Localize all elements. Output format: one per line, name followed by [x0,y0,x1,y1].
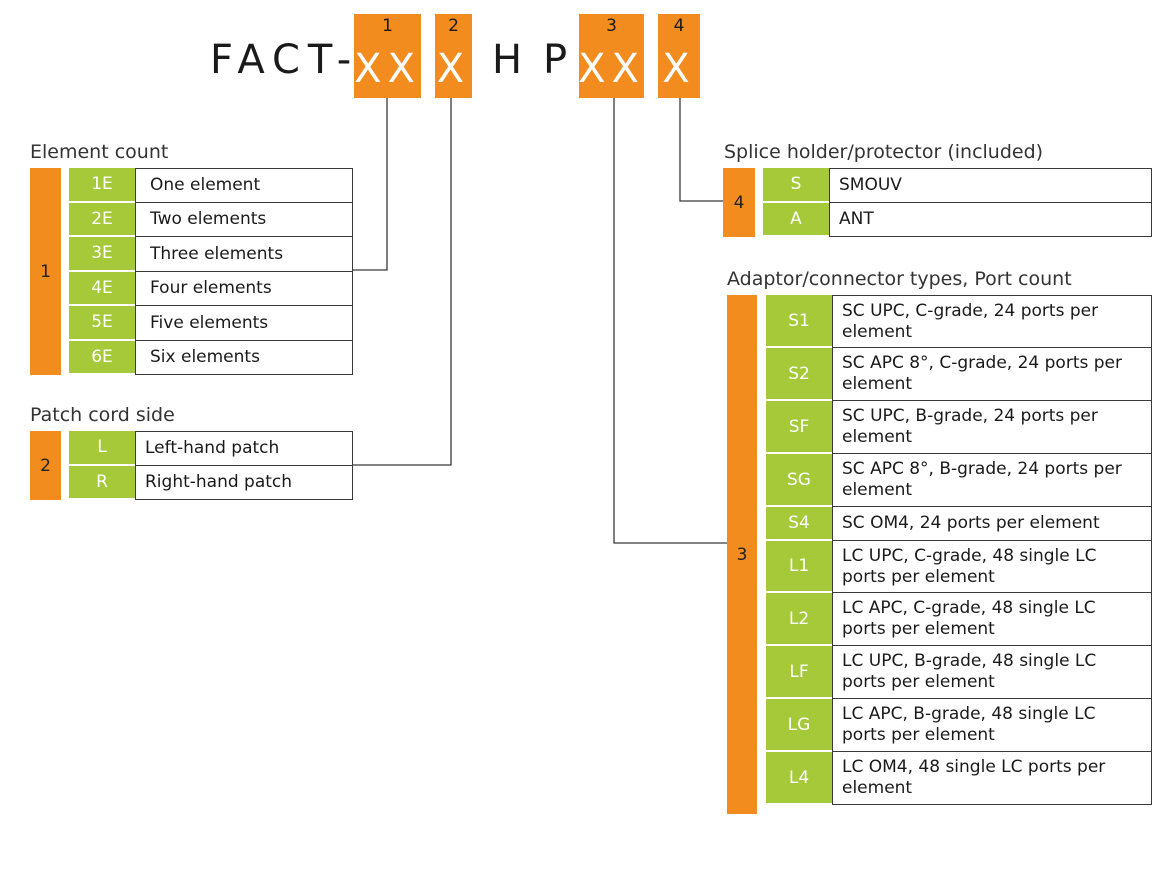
row-code: 2E [69,202,135,237]
code-prefix: FACT- [210,37,360,83]
segment-1-number: 1 [382,16,393,36]
row-code: S4 [766,507,832,541]
row-code: L2 [766,593,832,646]
row-description: SC UPC, C-grade, 24 ports per element [832,295,1152,348]
row-description: LC UPC, B-grade, 48 single LC ports per … [832,646,1152,699]
adaptor-title: Adaptor/connector types, Port count [727,268,1072,290]
connector-line-3 [613,98,728,544]
row-description: LC UPC, C-grade, 48 single LC ports per … [832,541,1152,593]
row-code: L1 [766,541,832,593]
row-code: R [69,465,135,500]
patch-cord-title: Patch cord side [30,404,175,426]
fixed-letter-h: H [492,37,523,83]
row-code: 3E [69,237,135,272]
row-description: Six elements [135,340,353,375]
connector-line-2 [352,98,452,466]
row-code: S2 [766,348,832,401]
row-code: L4 [766,752,832,805]
row-description: Right-hand patch [135,465,353,500]
segment-3-box: 3 XX [578,14,645,98]
row-description: SC APC 8°, B-grade, 24 ports per element [832,454,1152,507]
row-code: LF [766,646,832,699]
row-description: SMOUV [829,168,1152,203]
splice-holder-title: Splice holder/protector (included) [724,141,1044,163]
element-count-tab: 1 [30,168,61,375]
row-code: SF [766,401,832,454]
row-code: 4E [69,271,135,306]
segment-2-number: 2 [448,16,459,36]
row-description: SC APC 8°, C-grade, 24 ports per element [832,348,1152,401]
segment-2-label: X [436,46,471,92]
row-code: L [69,431,135,466]
row-description: LC OM4, 48 single LC ports per element [832,752,1152,805]
segment-3-number: 3 [606,16,617,36]
connector-line-1 [352,98,388,271]
element-count-title: Element count [30,141,169,163]
segment-1-box: 1 XX [354,14,421,98]
row-description: LC APC, B-grade, 48 single LC ports per … [832,699,1152,752]
row-description: Left-hand patch [135,431,353,466]
row-code: LG [766,699,832,752]
row-code: 6E [69,340,135,375]
row-description: One element [135,168,353,203]
row-description: ANT [829,202,1152,237]
splice-holder-tab: 4 [723,168,755,237]
segment-4-box: 4 X [658,14,700,98]
row-description: Five elements [135,306,353,341]
row-code: A [763,202,829,237]
row-code: S1 [766,295,832,348]
row-description: Four elements [135,271,353,306]
segment-1-label: XX [354,46,421,92]
adaptor-tab: 3 [727,295,757,814]
segment-4-label: X [662,46,696,92]
row-description: Three elements [135,237,353,272]
segment-2-box: 2 X [435,14,472,98]
connector-line-4 [679,98,724,202]
row-code: SG [766,454,832,507]
row-code: S [763,168,829,203]
row-description: Two elements [135,202,353,237]
segment-3-label: XX [578,46,645,92]
patch-cord-tab: 2 [30,431,61,500]
segment-4-number: 4 [673,16,685,36]
row-description: LC APC, C-grade, 48 single LC ports per … [832,593,1152,646]
row-description: SC OM4, 24 ports per element [832,507,1152,541]
row-code: 5E [69,306,135,341]
row-code: 1E [69,168,135,203]
row-description: SC UPC, B-grade, 24 ports per element [832,401,1152,454]
fixed-letter-p: P [543,37,568,83]
